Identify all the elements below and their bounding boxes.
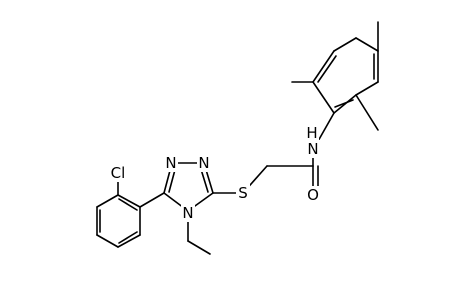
bond: [312, 81, 335, 114]
bond: [187, 240, 211, 255]
bond: [117, 234, 141, 248]
bond: [333, 37, 357, 52]
bond: [118, 198, 138, 211]
atom-label-cl: Cl: [111, 164, 126, 182]
atom-label-n1: N: [165, 154, 176, 172]
atom-label-h: H: [306, 124, 317, 142]
atom-label-o: O: [307, 186, 319, 204]
bond: [317, 55, 337, 83]
bond: [355, 37, 379, 52]
bond: [334, 99, 354, 108]
bond: [117, 194, 141, 208]
bond: [118, 231, 138, 244]
bond: [355, 81, 379, 96]
bond: [333, 94, 357, 114]
atom-label-n4: N: [182, 204, 193, 222]
atom-label-nh: N: [307, 140, 318, 158]
atom-label-n2: N: [198, 154, 209, 172]
bond: [139, 192, 165, 208]
bond: [96, 234, 119, 248]
bonds: [96, 21, 379, 255]
bond: [355, 94, 379, 131]
bond: [96, 194, 119, 208]
atom-labels: Cl N N N S O N H: [105, 124, 321, 222]
atom-label-s: S: [238, 184, 248, 202]
bond: [312, 50, 335, 83]
